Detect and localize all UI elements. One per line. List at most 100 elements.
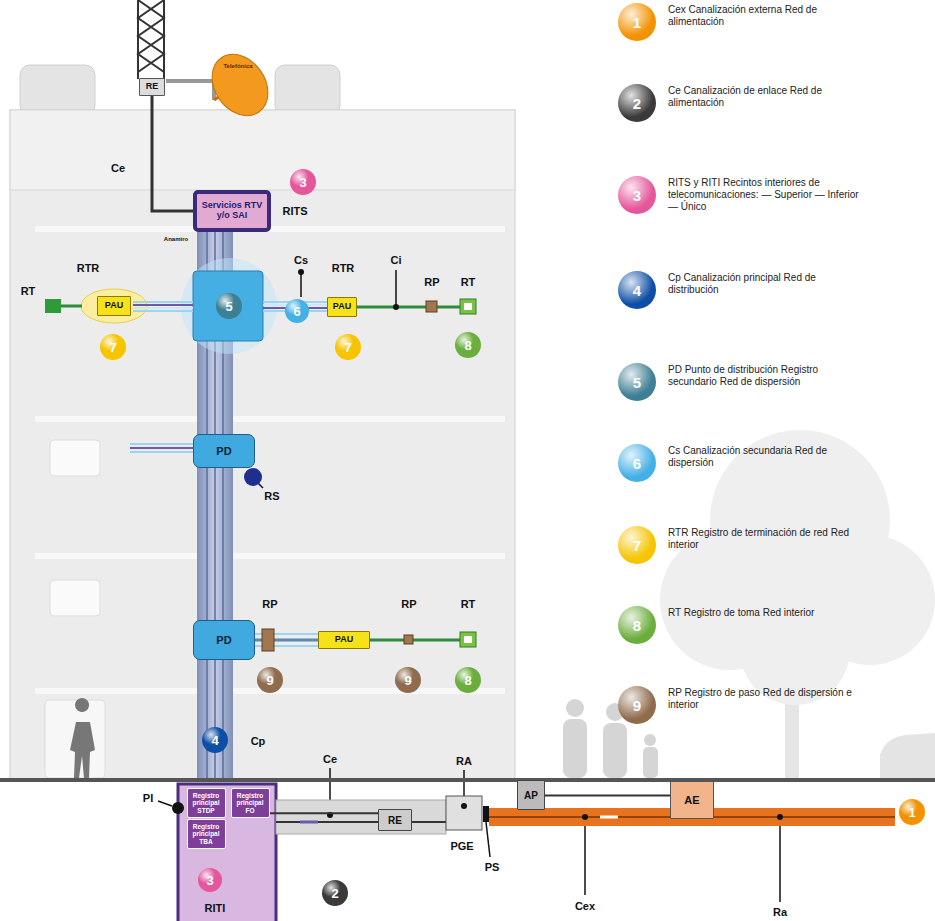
callout-number: 3 (299, 176, 306, 189)
node-text: Registro principal FO (235, 792, 266, 813)
ball-shine (257, 667, 283, 693)
part-name: RP (262, 599, 277, 610)
window (50, 580, 100, 616)
part-name: Cp (251, 736, 266, 747)
cabinet-box: RE (139, 78, 165, 96)
callout-ball (216, 293, 242, 319)
part-name: RP (424, 277, 439, 288)
node-text: Registro principal TBA (191, 823, 222, 844)
secondary-register (193, 271, 263, 341)
ball-shine (202, 727, 228, 753)
node-text: AP (524, 790, 538, 801)
legend-text: Ce Canalización de enlace Red de aliment… (668, 85, 868, 109)
interior-network (60, 306, 460, 640)
pau-box: PAU (318, 631, 370, 649)
entry-point (172, 802, 184, 814)
callout-ball (322, 880, 348, 906)
antenna-mast (138, 0, 164, 79)
part-name: Ce (111, 163, 125, 174)
person-body (643, 747, 658, 778)
callout-ball (216, 293, 242, 319)
roof-band (10, 110, 515, 190)
callout-ball (198, 868, 222, 892)
legend-text: PD Punto de distribución Registro secund… (668, 364, 868, 388)
callout-number: 7 (109, 341, 116, 354)
callout-ball (455, 332, 481, 358)
part-name: Cex (575, 901, 595, 912)
callout-number: 4 (211, 734, 218, 747)
pass-register (426, 301, 437, 312)
legend-number: 6 (633, 456, 641, 471)
leader-dot (393, 304, 399, 310)
legend-number: 5 (633, 375, 641, 390)
register-box: Registro principal FO (231, 788, 270, 817)
part-name: Ci (391, 255, 402, 266)
connector-line (152, 96, 193, 211)
link-cable (276, 821, 446, 823)
callout-ball (455, 667, 481, 693)
person-silhouette (70, 698, 95, 778)
legend-text: Cex Canalización externa Red de alimenta… (668, 4, 868, 28)
ball-shine (216, 293, 242, 319)
entry-register (446, 796, 482, 830)
dish-cable (166, 81, 214, 100)
part-name: PGE (450, 841, 473, 852)
pd-box: PD (193, 620, 255, 660)
ball-shine (198, 868, 222, 892)
part-name: RA (456, 756, 472, 767)
node-text: PD (216, 634, 231, 646)
ball-shine (899, 799, 925, 825)
callout-number: 8 (464, 674, 471, 687)
part-name: RT (21, 286, 36, 297)
legend-number: 2 (633, 96, 641, 111)
access-box: AE (670, 781, 714, 819)
legend-text: RT Registro de toma Red interior (668, 607, 868, 619)
link-duct (276, 800, 446, 834)
leader-dot (777, 814, 783, 820)
callout-number: 9 (266, 674, 273, 687)
part-name: RT (461, 599, 476, 610)
register-halo (181, 258, 277, 354)
satellite-dish (201, 44, 280, 127)
node-text: PAU (333, 302, 351, 312)
callout-ball (285, 299, 309, 323)
outlet-register (45, 299, 61, 313)
callout-ball (335, 334, 361, 360)
ball-shine (322, 880, 348, 906)
callout-number: 2 (331, 887, 338, 900)
callout-ball (395, 667, 421, 693)
cabinet-box: RE (378, 809, 412, 831)
legend-number: 8 (633, 618, 641, 633)
callout-number: 6 (293, 305, 300, 318)
ball-shine (395, 667, 421, 693)
person-head (566, 699, 584, 717)
legend-number: 4 (633, 283, 641, 298)
connector-line (545, 795, 670, 797)
legend-text: Cs Canalización secundaria Red de disper… (668, 445, 868, 469)
part-name: Anamiro (164, 236, 188, 242)
part-name: RS (264, 491, 279, 502)
node-text: PD (216, 445, 231, 457)
node-text: RE (388, 815, 402, 826)
ball-shine (455, 667, 481, 693)
leader-dot (298, 269, 304, 275)
ground-line (0, 778, 935, 782)
callout-ball (202, 727, 228, 753)
callout-ball (395, 667, 421, 693)
window (50, 440, 100, 476)
part-name: RTR (332, 263, 355, 274)
part-name: Cs (294, 255, 308, 266)
callout-ball (335, 334, 361, 360)
node-text: Servicios RTV y/o SAI (200, 201, 264, 221)
connector-line (270, 812, 379, 814)
building-body (10, 110, 515, 780)
legend-number: 9 (633, 698, 641, 713)
node-text: PAU (105, 301, 123, 311)
legend-text: RP Registro de paso Red de dispersión e … (668, 687, 868, 711)
fiber-segment (600, 816, 618, 819)
pass-register (404, 635, 413, 644)
person-head (644, 734, 656, 746)
